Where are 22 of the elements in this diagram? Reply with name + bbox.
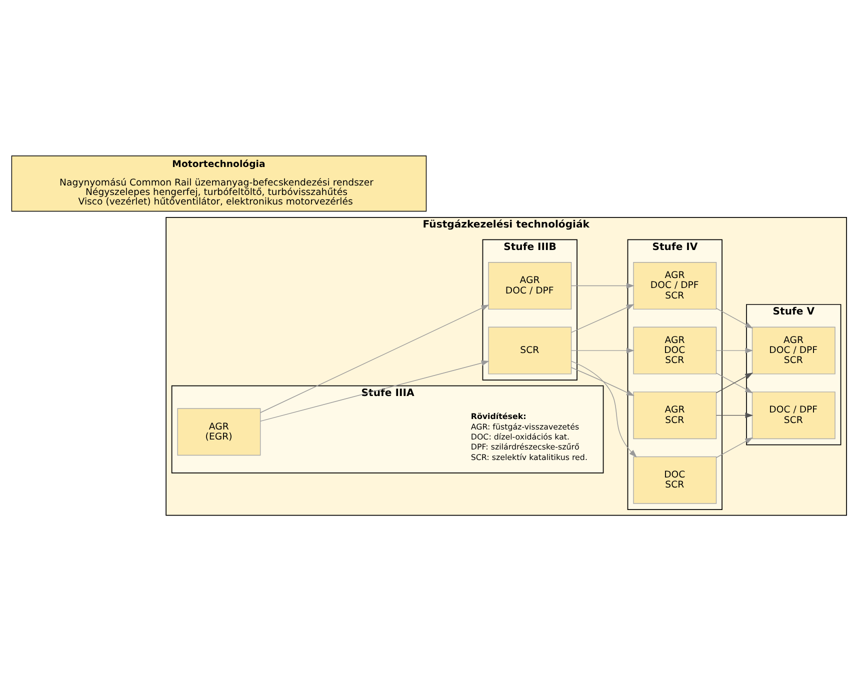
node-box: Motortechnológia Nagynyomású Common Rail üzemanyag-befecskendezési rendszer Négyszelepes hengerfej, turbófeltöltő, turbóvisszahűtés Visco (vezérlet) hűtőventilátor, elektronikus motorvezérlés xyxy=(11,155,427,212)
node-box: AGR DOC SCR xyxy=(633,326,717,374)
arrow xyxy=(571,304,634,332)
arrow xyxy=(571,347,634,353)
arrow xyxy=(716,347,754,353)
arrow xyxy=(570,366,634,396)
node-box: SCR xyxy=(488,326,572,374)
node-box: AGR (EGR) xyxy=(177,408,261,456)
node-box: DOC / DPF SCR xyxy=(752,391,836,439)
arrow xyxy=(716,436,754,458)
node-box: AGR DOC / DPF SCR xyxy=(752,326,836,374)
node-box: DOC SCR xyxy=(633,456,717,504)
arrow xyxy=(260,360,490,422)
arrow xyxy=(260,304,490,412)
arrow xyxy=(716,307,754,328)
arrow xyxy=(716,372,754,393)
arrow xyxy=(716,412,754,418)
node-box: AGR DOC / DPF xyxy=(488,262,572,310)
arrow xyxy=(570,360,637,457)
node-box: AGR SCR xyxy=(633,391,717,439)
arrow xyxy=(571,282,634,288)
node-box: AGR DOC / DPF SCR xyxy=(633,262,717,310)
